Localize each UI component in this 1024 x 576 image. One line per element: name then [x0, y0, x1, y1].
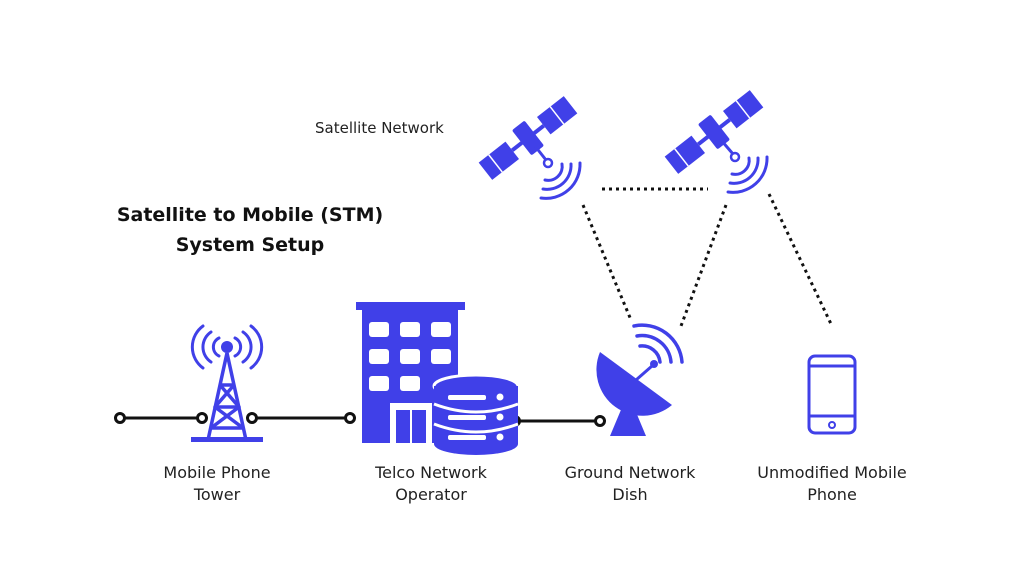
connector-node	[196, 412, 208, 424]
diagram-title-line2: System Setup	[175, 234, 325, 256]
cell-tower-icon	[190, 324, 264, 442]
signal-waves-icon	[632, 323, 684, 364]
signal-waves-icon	[190, 324, 264, 370]
diagram-title: Satellite to Mobile (STM) System Setup	[90, 200, 410, 260]
satellite-icon	[664, 90, 764, 174]
telco-network-operator-label: Telco Network Operator	[375, 463, 487, 504]
mobile-phone-tower-label: Mobile Phone Tower	[163, 463, 271, 504]
connector-node	[114, 412, 126, 424]
connector-node	[246, 412, 258, 424]
unmodified-mobile-phone-label: Unmodified Mobile Phone	[757, 463, 907, 504]
satellite1-to-dish-link	[581, 204, 633, 321]
database-icon	[432, 373, 520, 455]
signal-waves-icon	[726, 155, 769, 194]
signal-waves-icon	[539, 161, 582, 200]
satellite-icon	[478, 96, 578, 180]
satellite2-to-phone-link	[767, 193, 834, 327]
diagram-title-line1: Satellite to Mobile (STM)	[116, 204, 384, 226]
connector-node	[594, 415, 606, 427]
ground-connection	[114, 412, 606, 427]
satellite-dish-icon	[596, 323, 684, 436]
satellite-links	[581, 187, 834, 327]
ground-network-dish-label: Ground Network Dish	[564, 463, 696, 504]
satellite2-to-dish-link	[679, 204, 728, 327]
office-building-icon	[356, 302, 465, 443]
connector-node	[344, 412, 356, 424]
smartphone-icon	[807, 354, 857, 435]
satellite-network-label: Satellite Network	[315, 119, 444, 137]
